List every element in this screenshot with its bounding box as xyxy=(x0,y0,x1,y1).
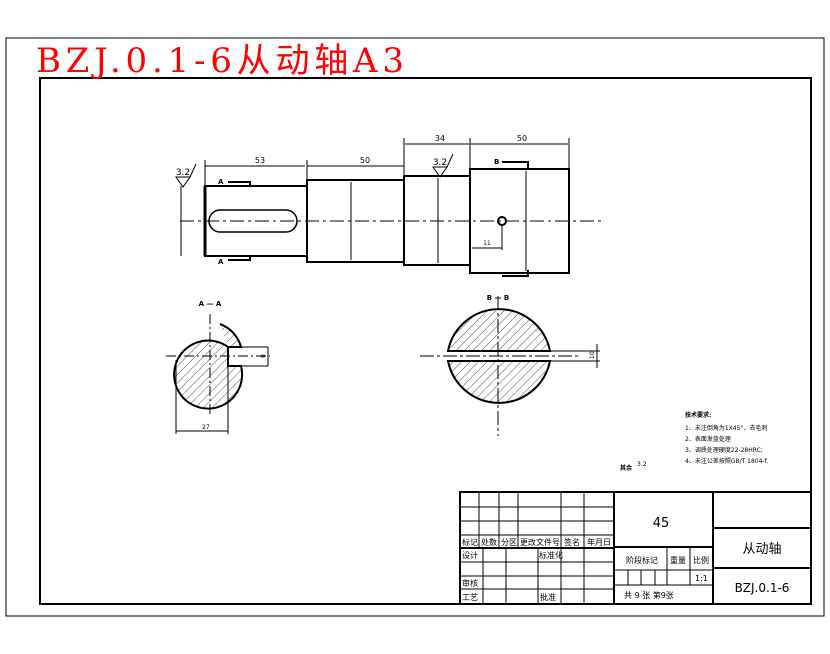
note-line: 1、未注倒角为1X45°，去毛刺 xyxy=(685,424,767,432)
hdr-zone: 分区 xyxy=(501,538,517,547)
dim-27: 27 xyxy=(202,424,210,431)
hdr-sign: 签名 xyxy=(564,537,580,547)
shaft-segment xyxy=(469,168,570,274)
section-a-a: A — A 27 8 xyxy=(166,300,270,434)
section-b-b: B — B 10 xyxy=(420,294,600,436)
note-line: 4、未注公差按照GB/T 1804-f. xyxy=(685,457,768,465)
sheet-info: 共 9 张 第9张 xyxy=(624,590,674,600)
roughness-symbol-icon xyxy=(432,153,454,178)
dimension-lines xyxy=(180,138,570,271)
section-a-label: A — A xyxy=(199,300,222,308)
review-label: 审核 xyxy=(462,578,478,588)
drawing-title: BZJ.0.1-6从动轴A3 xyxy=(36,41,404,81)
roughness-2: 3.2 xyxy=(433,158,447,168)
dim-34: 34 xyxy=(435,134,445,143)
note-line: 2、表面发蓝处理 xyxy=(685,435,731,443)
section-cut-marks xyxy=(228,161,529,277)
rest-label: 其余 xyxy=(620,464,633,472)
part-name: 从动轴 xyxy=(742,542,781,557)
hdr-count: 处数 xyxy=(481,537,497,547)
cut-label-a2: A xyxy=(218,258,224,266)
rest-roughness: 3.2 xyxy=(637,461,647,468)
roughness-1: 3.2 xyxy=(176,168,190,178)
title-block: 标记 处数 分区 更改文件号 签名 年月日 设计 标准化 审核 工艺 批准 阶段… xyxy=(459,491,812,605)
process-label: 工艺 xyxy=(462,593,478,602)
hdr-date: 年月日 xyxy=(587,537,611,547)
dim-53: 53 xyxy=(255,156,265,165)
stage-label: 阶段标记 xyxy=(626,555,658,565)
scale-value: 1:1 xyxy=(695,574,708,583)
hdr-change-doc: 更改文件号 xyxy=(520,537,560,547)
shaft-main-view: 53 50 34 50 11 3.2 3.2 A A B xyxy=(175,134,602,277)
dim-50b: 50 xyxy=(517,134,527,143)
cut-label-a: A xyxy=(218,178,224,186)
design-label: 设计 xyxy=(462,550,478,560)
cut-label-b: B xyxy=(494,158,499,166)
approve-label: 批准 xyxy=(540,592,556,602)
note-line: 3、调质处理硬度22-28HRC; xyxy=(685,446,763,454)
keyway xyxy=(208,209,298,233)
standard-label: 标准化 xyxy=(539,550,563,560)
scale-label: 比例 xyxy=(693,555,709,565)
notes-heading: 技术要求: xyxy=(685,411,711,419)
dim-hole: 11 xyxy=(483,240,491,247)
drawing-number: BZJ.0.1-6 xyxy=(735,581,790,595)
dim-10: 10 xyxy=(589,351,596,359)
dim-50: 50 xyxy=(360,156,370,165)
outer-frame xyxy=(5,37,825,617)
inner-border xyxy=(39,77,812,605)
technical-notes: 技术要求: 1、未注倒角为1X45°，去毛刺 2、表面发蓝处理 3、调质处理硬度… xyxy=(620,411,768,472)
material: 45 xyxy=(653,516,670,531)
dim-8: 8 xyxy=(260,354,267,358)
weight-label: 重量 xyxy=(670,555,686,565)
hdr-mark: 标记 xyxy=(462,537,478,547)
roughness-symbol-icon xyxy=(175,163,197,188)
